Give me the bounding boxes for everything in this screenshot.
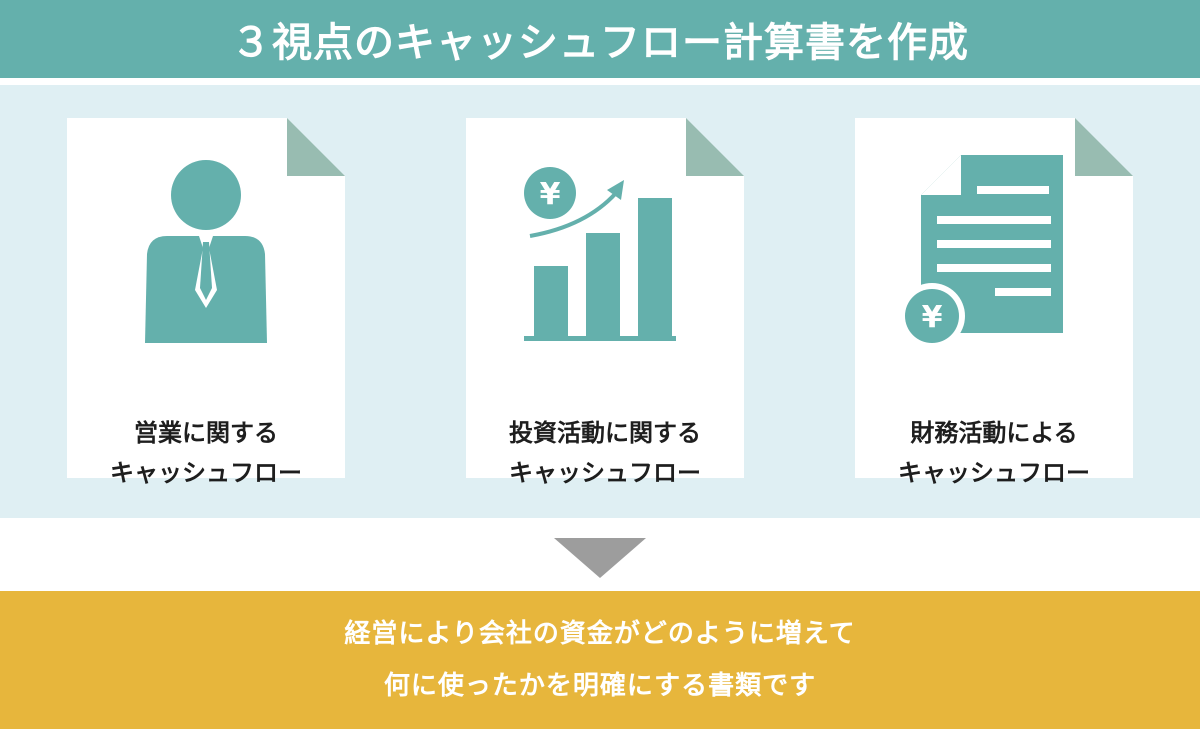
card-label-line2: キャッシュフロー: [898, 459, 1090, 487]
coin-symbol: ¥: [922, 300, 943, 335]
cashflow-panel: 営業に関する キャッシュフロー ¥ 投資活動に関する キャッシュフロー: [0, 85, 1200, 518]
card-label-line1: 投資活動に関する: [509, 419, 701, 447]
arrow-head-icon: [607, 180, 624, 200]
yen-coin-icon: [524, 167, 576, 219]
down-arrow-icon: [554, 538, 646, 578]
document-card: ¥: [466, 118, 744, 478]
yen-coin-icon: [905, 289, 959, 343]
card-investing: ¥ 投資活動に関する キャッシュフロー: [466, 118, 744, 487]
card-label-line2: キャッシュフロー: [110, 459, 302, 487]
page-title: ３視点のキャッシュフロー計算書を作成: [231, 20, 969, 66]
card-label-line1: 営業に関する: [134, 419, 278, 447]
coin-symbol: ¥: [540, 177, 561, 212]
card-label-line2: キャッシュフロー: [509, 459, 701, 487]
card-operating: 営業に関する キャッシュフロー: [67, 118, 345, 487]
page-fold-icon: [287, 118, 345, 176]
chart-baseline: [524, 336, 676, 341]
card-label-line1: 財務活動による: [910, 419, 1078, 447]
page-fold-icon: [1075, 118, 1133, 176]
summary-banner: 経営により会社の資金がどのように増えて 何に使ったかを明確にする書類です: [0, 591, 1200, 729]
chart-bar: [534, 266, 568, 338]
card-label: 投資活動に関する キャッシュフロー: [466, 413, 744, 493]
businessman-icon: [145, 160, 267, 343]
chart-bar: [638, 198, 672, 338]
header-bar: ３視点のキャッシュフロー計算書を作成: [0, 0, 1200, 78]
card-label: 財務活動による キャッシュフロー: [855, 413, 1133, 493]
card-label: 営業に関する キャッシュフロー: [67, 413, 345, 493]
summary-line1: 経営により会社の資金がどのように増えて: [344, 619, 856, 649]
chart-bar: [586, 233, 620, 338]
page-fold-icon: [686, 118, 744, 176]
growth-chart-yen-icon: ¥: [524, 167, 676, 341]
card-financing: ¥ 財務活動による キャッシュフロー: [855, 118, 1133, 487]
document-card: ¥: [855, 118, 1133, 478]
document-yen-icon: ¥: [899, 155, 1063, 349]
summary-line2: 何に使ったかを明確にする書類です: [383, 671, 817, 701]
document-card: [67, 118, 345, 478]
